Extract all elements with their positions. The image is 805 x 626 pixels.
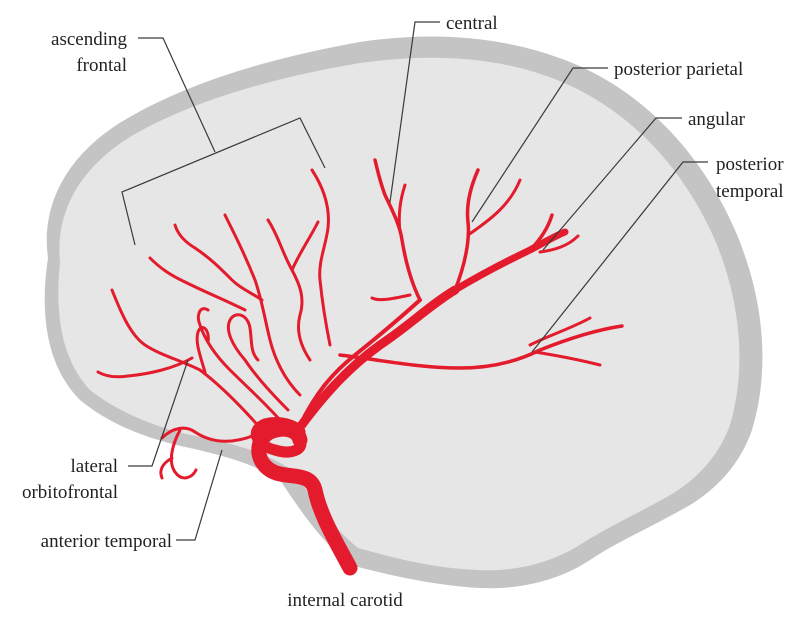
leader-angular (542, 117, 682, 251)
ascending-frontal-branch-1 (310, 168, 332, 347)
label-ascending-frontal-line2: frontal (76, 55, 127, 76)
label-central: central (446, 13, 498, 34)
label-angular: angular (688, 109, 746, 130)
leader-central (389, 21, 440, 203)
ascending-frontal-branch-6 (148, 256, 247, 312)
leader-lines (121, 21, 708, 541)
carotid-siphon (250, 417, 307, 458)
internal-carotid-artery (251, 421, 358, 576)
lateral-orbitofrontal-branch (110, 288, 264, 432)
posterior-temporal-subbranch (533, 350, 602, 367)
label-lateral-orbitofrontal-line2: orbitofrontal (22, 482, 118, 503)
central-lower-loop (370, 293, 412, 302)
label-ascending-frontal-line1: ascending (51, 29, 127, 50)
labels: ascending frontal central posterior pari… (22, 13, 784, 611)
ascending-frontal-branch-2 (266, 218, 312, 362)
label-internal-carotid: internal carotid (287, 590, 403, 611)
leader-lateral-orbitofrontal (128, 359, 189, 467)
label-posterior-parietal: posterior parietal (614, 59, 743, 80)
angular-branch (528, 213, 554, 252)
posterior-temporal-upper (528, 316, 592, 347)
mca-second-trunk (298, 298, 422, 427)
angular-branch-tip (538, 234, 580, 254)
ascending-frontal-branch-5 (196, 307, 282, 422)
anterior-temporal-subbranch (169, 428, 198, 480)
central-subbranch (397, 183, 407, 234)
artery-tree (96, 158, 624, 576)
mca-trunk (293, 285, 460, 435)
leader-posterior-temporal (531, 161, 708, 353)
ascending-frontal-branch-4 (226, 313, 290, 412)
label-posterior-temporal-line1: posterior (716, 154, 784, 175)
central-branch (373, 158, 422, 302)
label-posterior-temporal-line2: temporal (716, 181, 784, 202)
bracket-ascending-frontal (121, 117, 326, 246)
posterior-temporal-branch (338, 324, 624, 370)
label-lateral-orbitofrontal-line1: lateral (71, 456, 118, 477)
leader-posterior-parietal (471, 67, 608, 223)
anterior-temporal-tip (159, 456, 174, 480)
posterior-parietal-branch (453, 168, 480, 292)
label-anterior-temporal: anterior temporal (41, 531, 172, 552)
leader-anterior-temporal (176, 449, 223, 541)
ascending-frontal-branch-2b (290, 220, 320, 272)
ascending-frontal-branch-3b (173, 223, 264, 302)
lateral-orbitofrontal-subbranch (96, 356, 194, 379)
lateral-orbitofrontal-hook (195, 326, 210, 374)
anterior-temporal-branch (160, 426, 257, 443)
leader-ascending-frontal (138, 37, 216, 153)
posterior-parietal-subbranch (466, 178, 522, 237)
ascending-frontal-branch-3 (223, 213, 302, 397)
